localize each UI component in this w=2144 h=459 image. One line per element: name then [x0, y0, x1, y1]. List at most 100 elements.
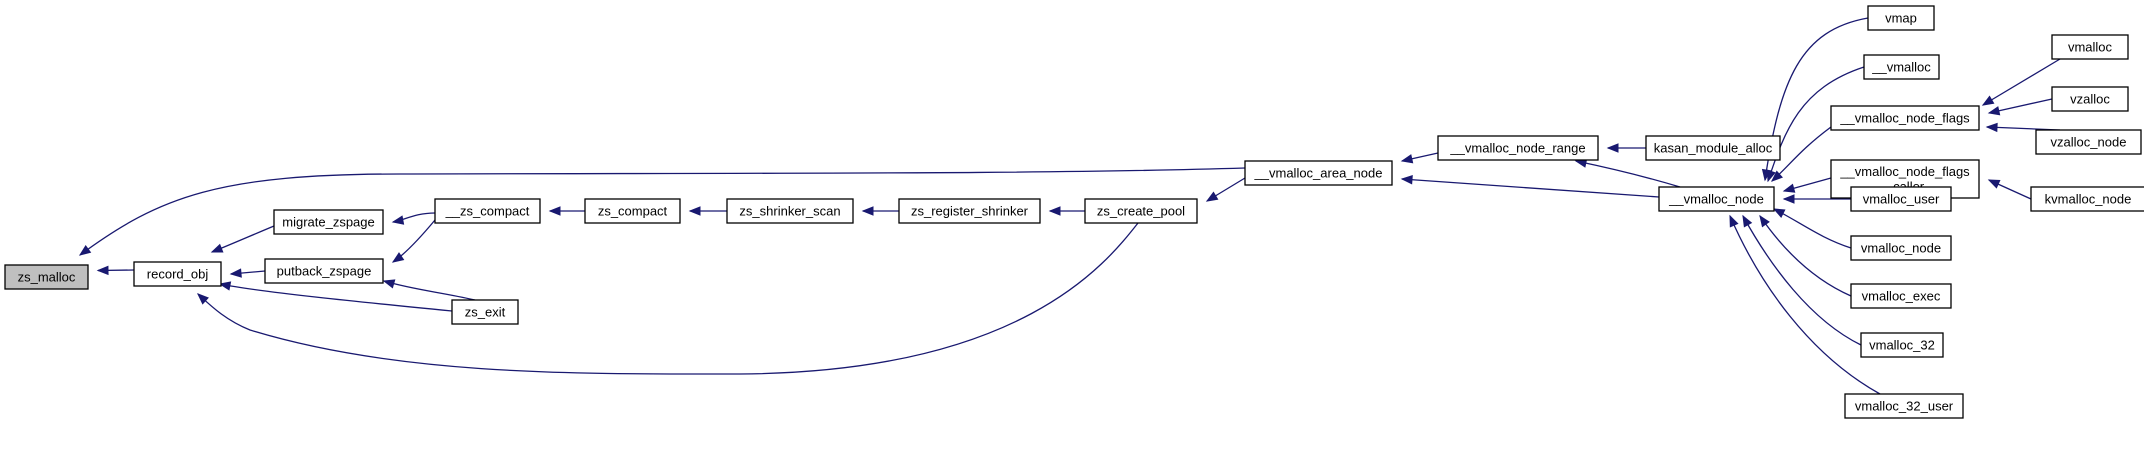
- node-label: putback_zspage: [277, 264, 372, 279]
- edge-__vmalloc_area_node-to-zs_create_pool: [1205, 177, 1246, 202]
- arrowhead-icon: [229, 268, 242, 278]
- node-box: [451, 299, 519, 325]
- node-box: [1844, 393, 1964, 419]
- edge-kvmalloc_node-to-__vmalloc_node_flags_caller: [1987, 179, 2032, 200]
- node-label: kasan_module_alloc: [1654, 141, 1773, 156]
- node-box: [2051, 86, 2129, 112]
- node-vmalloc-32[interactable]: vmalloc_32: [1860, 332, 1944, 358]
- edge-line: [1767, 66, 1865, 182]
- arrowhead-icon: [96, 265, 109, 276]
- node-box: [1850, 186, 1952, 212]
- node-vmalloc-node-flags[interactable]: __vmalloc_node_flags: [1830, 105, 1980, 131]
- node-zs-exit[interactable]: zs_exit: [451, 299, 519, 325]
- edge-line: [1729, 215, 1881, 395]
- node-vmalloc-node-range[interactable]: __vmalloc_node_range: [1437, 135, 1599, 161]
- node-vmalloc-32-user[interactable]: vmalloc_32_user: [1844, 393, 1964, 419]
- node-label: migrate_zspage: [282, 215, 375, 230]
- edge-zs_create_pool-to-record_obj: [197, 222, 1139, 375]
- node-label: __zs_compact: [445, 204, 530, 219]
- node-label: vmalloc_node: [1861, 241, 1941, 256]
- arrowhead-icon: [1985, 122, 1998, 133]
- node-migrate-zspage[interactable]: migrate_zspage: [273, 209, 384, 235]
- arrowhead-icon: [1400, 154, 1414, 164]
- node-vmalloc[interactable]: __vmalloc: [1863, 54, 1940, 80]
- edge-vmalloc_exec-to-__vmalloc_node: [1759, 214, 1852, 297]
- node-box: [1860, 332, 1944, 358]
- node-label: zs_exit: [465, 305, 506, 320]
- arrowhead-icon: [218, 281, 232, 291]
- node-box: [1867, 5, 1935, 31]
- arrowhead-icon: [391, 215, 405, 225]
- edge-__zs_compact-to-putback_zspage: [391, 219, 436, 263]
- node-box: [1830, 105, 1980, 131]
- node-vmalloc-user[interactable]: vmalloc_user: [1850, 186, 1952, 212]
- edge-putback_zspage-to-record_obj: [229, 268, 266, 278]
- node-zs-shrinker-scan[interactable]: zs_shrinker_scan: [726, 198, 854, 224]
- arrowhead-icon: [1205, 191, 1219, 202]
- node-vmap[interactable]: vmap: [1867, 5, 1935, 31]
- arrowhead-icon: [382, 279, 396, 289]
- node-label: vmalloc_user: [1863, 192, 1940, 207]
- arrowhead-icon: [1987, 106, 2001, 116]
- node-zs-create-pool[interactable]: zs_create_pool: [1084, 198, 1198, 224]
- node-box: [2051, 34, 2129, 60]
- node-box: [273, 209, 384, 235]
- edge-line: [1771, 126, 1832, 182]
- arrowhead-icon: [548, 206, 561, 216]
- node-vmalloc-exec[interactable]: vmalloc_exec: [1850, 283, 1952, 309]
- arrowhead-icon: [1987, 179, 2001, 189]
- arrowhead-icon: [1981, 95, 1995, 106]
- edge-zs_register_shrinker-to-zs_shrinker_scan: [861, 206, 899, 216]
- node-label: __vmalloc: [1871, 60, 1931, 75]
- node-box: [898, 198, 1041, 224]
- node-box: [726, 198, 854, 224]
- node-vmalloc-node[interactable]: __vmalloc_node: [1658, 186, 1775, 212]
- edge-vmalloc_node-to-__vmalloc_node: [1772, 208, 1852, 249]
- node-vzalloc[interactable]: vzalloc: [2051, 86, 2129, 112]
- edge-line: [1988, 98, 2053, 114]
- node-label: zs_register_shrinker: [911, 204, 1029, 219]
- node-kasan-module-alloc[interactable]: kasan_module_alloc: [1645, 135, 1781, 161]
- arrowhead-icon: [1729, 214, 1739, 228]
- node-label: vmalloc_exec: [1862, 289, 1941, 304]
- edge-vmalloc-to-__vmalloc_node_flags: [1981, 58, 2061, 106]
- edge-line: [1759, 215, 1852, 297]
- node-label: __vmalloc_node_flags: [1839, 111, 1970, 126]
- arrowhead-icon: [1742, 214, 1753, 228]
- node-label: vmalloc_32: [1869, 338, 1935, 353]
- edge-zs_create_pool-to-zs_register_shrinker: [1048, 206, 1085, 216]
- node-box: [1863, 54, 1940, 80]
- edge-__vmalloc_area_node-to-zs_malloc: [78, 167, 1246, 256]
- node-label: __vmalloc_node_range: [1449, 141, 1585, 156]
- node-kvmalloc-node[interactable]: kvmalloc_node: [2030, 186, 2144, 212]
- node-zs-compact[interactable]: zs_compact: [584, 198, 681, 224]
- arrowhead-icon: [1048, 206, 1061, 216]
- edge-line: [1982, 58, 2061, 106]
- edge-__vmalloc_node_flags_caller-to-__vmalloc_node: [1782, 177, 1832, 193]
- node-label: zs_compact: [598, 204, 668, 219]
- arrowhead-icon: [1606, 143, 1619, 153]
- node-record-obj[interactable]: record_obj: [133, 261, 222, 287]
- edge-line: [79, 167, 1246, 256]
- edge-line: [1742, 215, 1862, 346]
- node-vmalloc-area-node[interactable]: __vmalloc_area_node: [1244, 160, 1393, 186]
- node-box: [434, 198, 541, 224]
- edge-zs_shrinker_scan-to-zs_compact: [688, 206, 727, 216]
- node-zs-register-shrinker[interactable]: zs_register_shrinker: [898, 198, 1041, 224]
- edge-line: [197, 222, 1139, 375]
- edge-__vmalloc_node_range-to-__vmalloc_area_node: [1400, 152, 1439, 164]
- node-vmalloc[interactable]: vmalloc: [2051, 34, 2129, 60]
- edge-zs_compact-to-__zs_compact: [548, 206, 585, 216]
- edge-__vmalloc_node_flags-to-__vmalloc_node: [1770, 126, 1832, 182]
- edge-zs_exit-to-putback_zspage: [382, 279, 476, 301]
- node-label: zs_shrinker_scan: [739, 204, 840, 219]
- edge-vmalloc_32-to-__vmalloc_node: [1742, 214, 1862, 346]
- edge-line: [1401, 178, 1660, 198]
- node-putback-zspage[interactable]: putback_zspage: [264, 258, 384, 284]
- node-zs-compact[interactable]: __zs_compact: [434, 198, 541, 224]
- node-label: vmalloc: [2068, 40, 2113, 55]
- node-vzalloc-node[interactable]: vzalloc_node: [2035, 129, 2142, 155]
- node-label: kvmalloc_node: [2045, 192, 2132, 207]
- node-vmalloc-node[interactable]: vmalloc_node: [1850, 235, 1952, 261]
